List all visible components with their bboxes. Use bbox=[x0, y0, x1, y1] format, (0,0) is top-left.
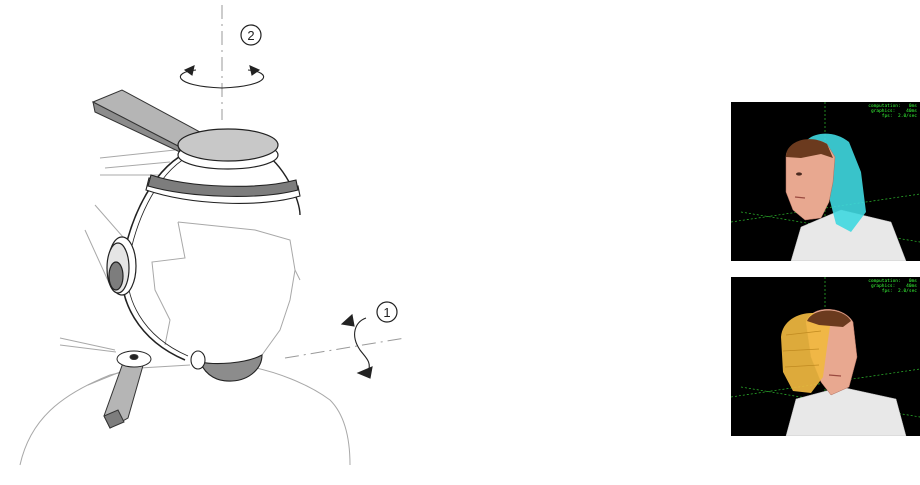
horizontal-axis bbox=[285, 338, 405, 358]
lower-sensor-arm bbox=[104, 351, 151, 428]
cyan-overlay-render: computation: 0ms graphics: 40ms fps: 2.0… bbox=[731, 102, 920, 261]
marker-2: 2 bbox=[241, 25, 261, 45]
top-cap bbox=[178, 129, 278, 169]
render-hud-bottom: computation: 0ms graphics: 40ms fps: 2.0… bbox=[868, 279, 917, 294]
yellow-overlay-render: computation: 0ms graphics: 40ms fps: 2.0… bbox=[731, 277, 920, 436]
render-scene-bottom bbox=[731, 277, 920, 436]
marker-1-label: 1 bbox=[383, 305, 390, 320]
chin-strap bbox=[191, 351, 262, 381]
render-torso bbox=[786, 387, 906, 436]
render-scene-top bbox=[731, 102, 920, 261]
render-hud-top: computation: 0ms graphics: 40ms fps: 2.0… bbox=[868, 104, 917, 119]
marker-1: 1 bbox=[377, 302, 397, 322]
head-band bbox=[146, 175, 300, 203]
marker-2-label: 2 bbox=[247, 28, 254, 43]
ear-cup bbox=[107, 237, 136, 295]
